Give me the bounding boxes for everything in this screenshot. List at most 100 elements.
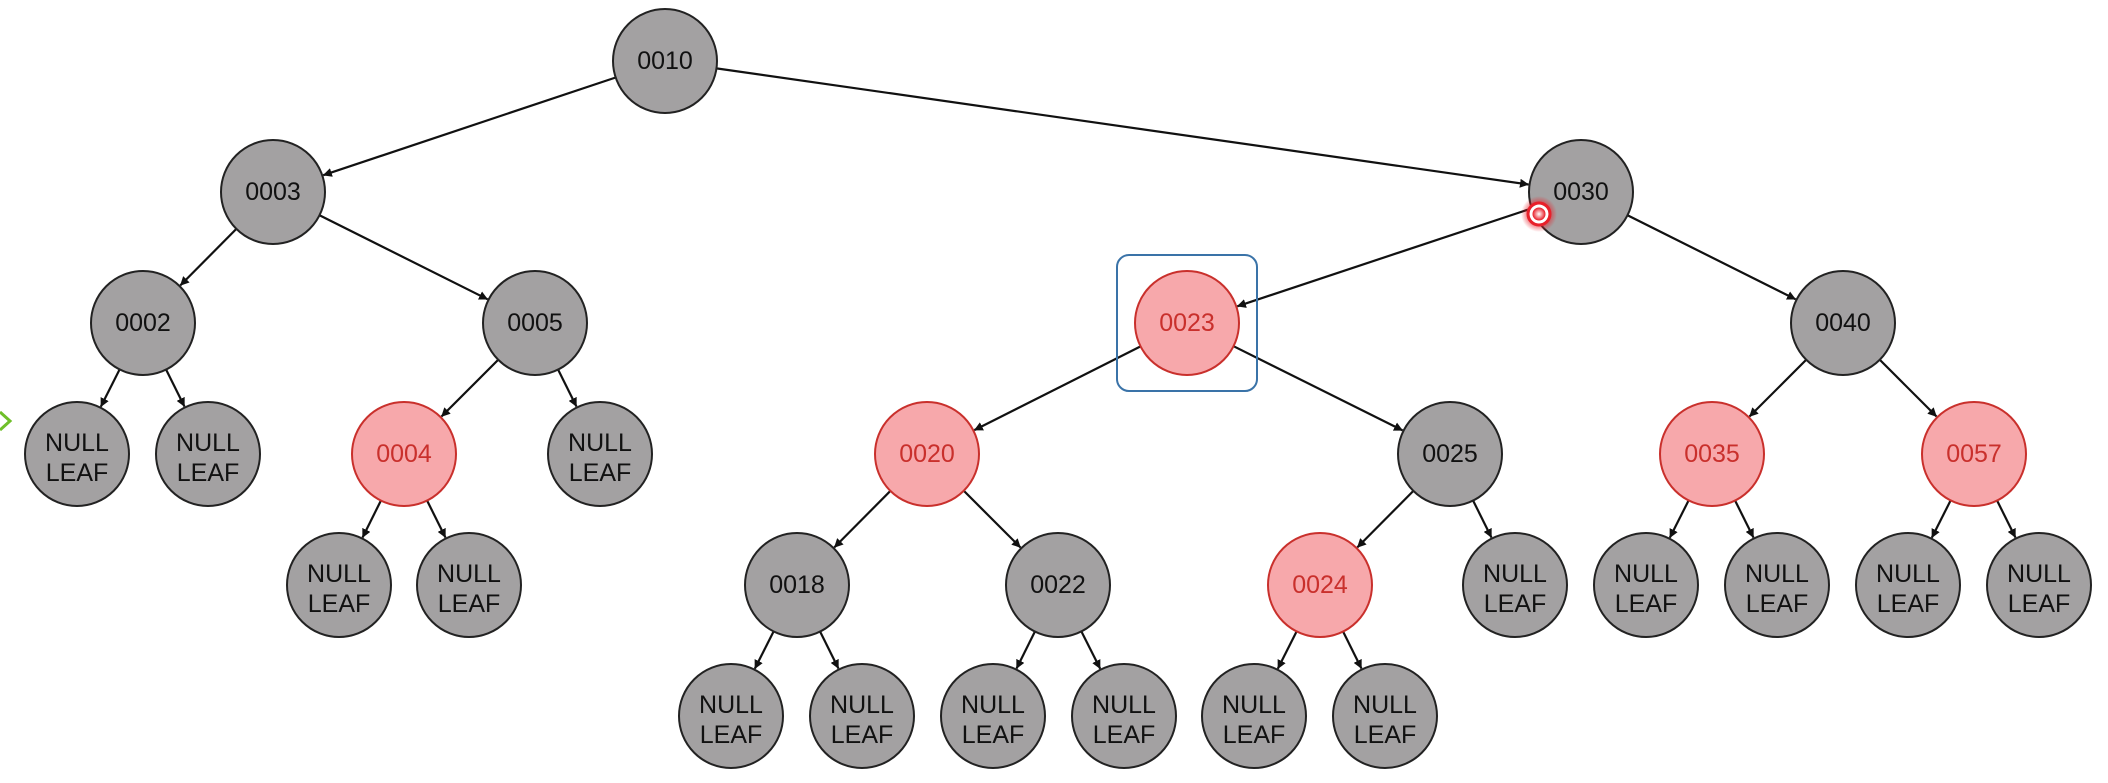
node-circle (286, 532, 392, 638)
edges (99, 67, 2017, 670)
edge-n0010-n0003 (322, 76, 617, 177)
edge-n0024-l11 (1276, 630, 1298, 670)
edge-marker-icon (0, 410, 13, 432)
tree-node-n0035[interactable]: 0035 (1659, 401, 1765, 507)
node-label: 0057 (1946, 440, 2002, 468)
node-circle (24, 401, 130, 507)
nodes: 0010 0003 0030 0002 0005 0023 0040 0004 0020 0025… (24, 8, 2092, 769)
overlays (0, 196, 1557, 432)
node-circle (351, 401, 457, 507)
edge-n0040-n0057 (1878, 358, 1938, 418)
edge-n0022-l8 (1015, 631, 1036, 670)
node-label: 0018 (769, 571, 825, 599)
tree-node-n0004[interactable]: 0004 (351, 401, 457, 507)
node-label: 0023 (1159, 309, 1215, 337)
node-circle (1790, 270, 1896, 376)
node-label: 0002 (115, 309, 171, 337)
node-circle (90, 270, 196, 376)
node-label: 0005 (507, 309, 563, 337)
tree-node-n0005[interactable]: 0005 (482, 270, 588, 376)
node-circle (1267, 532, 1373, 638)
node-label: 0020 (899, 440, 955, 468)
edge-n0023-n0025 (1233, 345, 1404, 432)
node-label: 0003 (245, 178, 301, 206)
tree-node-n0057[interactable]: 0057 (1921, 401, 2027, 507)
node-circle (1134, 270, 1240, 376)
edge-n0025-l10 (1472, 500, 1493, 539)
edge-n0030-n0040 (1627, 214, 1797, 301)
tree-node-n0024[interactable]: 0024 (1267, 532, 1373, 638)
node-circle (678, 663, 784, 769)
node-circle (547, 401, 653, 507)
edge-n0057-l15 (1930, 499, 1952, 539)
node-circle (1332, 663, 1438, 769)
node-label: 0025 (1422, 440, 1478, 468)
node-circle (1071, 663, 1177, 769)
edge-n0022-l9 (1080, 630, 1102, 670)
edge-n0002-l2 (165, 369, 186, 408)
edge-n0020-n0022 (962, 489, 1022, 549)
edge-n0024-l12 (1342, 631, 1363, 670)
node-circle (940, 663, 1046, 769)
tree-node-n0020[interactable]: 0020 (874, 401, 980, 507)
edge-n0030-n0023 (1236, 207, 1533, 308)
edge-n0035-l14 (1734, 500, 1755, 539)
node-circle (155, 401, 261, 507)
edge-n0004-l5 (426, 500, 447, 539)
node-label: 0030 (1553, 178, 1609, 206)
tree-node-n0040[interactable]: 0040 (1790, 270, 1896, 376)
edge-n0025-n0024 (1356, 490, 1415, 549)
edge-n0023-n0020 (973, 345, 1142, 432)
tree-node-n0002[interactable]: 0002 (90, 270, 196, 376)
edge-n0005-l3 (557, 369, 578, 408)
node-label: 0035 (1684, 440, 1740, 468)
node-label: 0022 (1030, 571, 1086, 599)
edge-n0002-l1 (99, 368, 121, 408)
node-circle (809, 663, 915, 769)
tree-node-n0025[interactable]: 0025 (1397, 401, 1503, 507)
node-circle (1921, 401, 2027, 507)
edge-n0018-l7 (819, 631, 840, 670)
node-circle (1462, 532, 1568, 638)
selection-box (1116, 254, 1258, 392)
node-label: 0040 (1815, 309, 1871, 337)
edge-n0057-l16 (1996, 500, 2017, 539)
tree-node-n0003[interactable]: 0003 (220, 139, 326, 245)
tree-node-n0010[interactable]: 0010 (612, 8, 718, 114)
tree-node-n0023[interactable]: 0023 (1134, 270, 1240, 376)
node-circle (1986, 532, 2092, 638)
node-circle (220, 139, 326, 245)
tree-node-n0018[interactable]: 0018 (744, 532, 850, 638)
edge-n0003-n0002 (179, 228, 238, 287)
tree-node-n0022[interactable]: 0022 (1005, 532, 1111, 638)
edge-n0035-l13 (1668, 499, 1690, 539)
node-label: 0010 (637, 47, 693, 75)
